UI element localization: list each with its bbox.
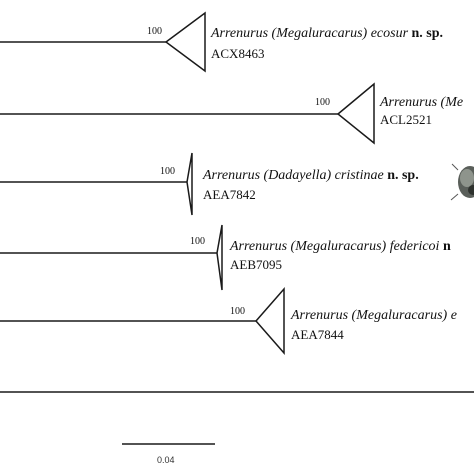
species-name-1: Arrenurus (Megaluracarus) ecosur n. sp. — [211, 27, 443, 41]
species-name-5: Arrenurus (Megaluracarus) e — [291, 309, 457, 323]
species-label: Arrenurus (Dadayella) cristinae — [203, 168, 384, 183]
species-label: Arrenurus (Megaluracarus) federicoi — [230, 239, 440, 254]
clade-triangle-3 — [186, 152, 193, 216]
clade-triangle-1 — [164, 11, 206, 73]
support-value: 100 — [230, 306, 245, 317]
specimen-image — [450, 163, 474, 201]
species-label: Arrenurus (Megaluracarus) e — [291, 308, 457, 323]
specimen-code: AEA7844 — [291, 327, 344, 342]
species-name-3: Arrenurus (Dadayella) cristinae n. sp. — [203, 169, 419, 183]
specimen-code: ACX8463 — [211, 46, 265, 61]
specimen-code: AEB7095 — [230, 257, 282, 272]
specimen-code: AEA7842 — [203, 187, 256, 202]
clade-triangle-5 — [255, 287, 285, 355]
specimen-code: ACL2521 — [380, 112, 432, 127]
novelty-label: n. sp. — [411, 26, 444, 41]
species-label: Arrenurus (Megaluracarus) ecosur — [211, 26, 409, 41]
scale-bar-label: 0.04 — [157, 455, 175, 465]
support-value: 100 — [190, 236, 205, 247]
species-name-4: Arrenurus (Megaluracarus) federicoi n — [230, 240, 451, 254]
clade-triangle-2 — [336, 82, 375, 145]
species-label: Arrenurus (Me — [380, 95, 464, 110]
support-value: 100 — [147, 26, 162, 37]
support-value: 100 — [315, 97, 330, 108]
support-value: 100 — [160, 166, 175, 177]
novelty-label: n. sp. — [387, 168, 419, 183]
species-name-2: Arrenurus (Me — [380, 96, 463, 110]
clade-triangle-4 — [216, 224, 223, 291]
novelty-label: n — [442, 239, 451, 254]
